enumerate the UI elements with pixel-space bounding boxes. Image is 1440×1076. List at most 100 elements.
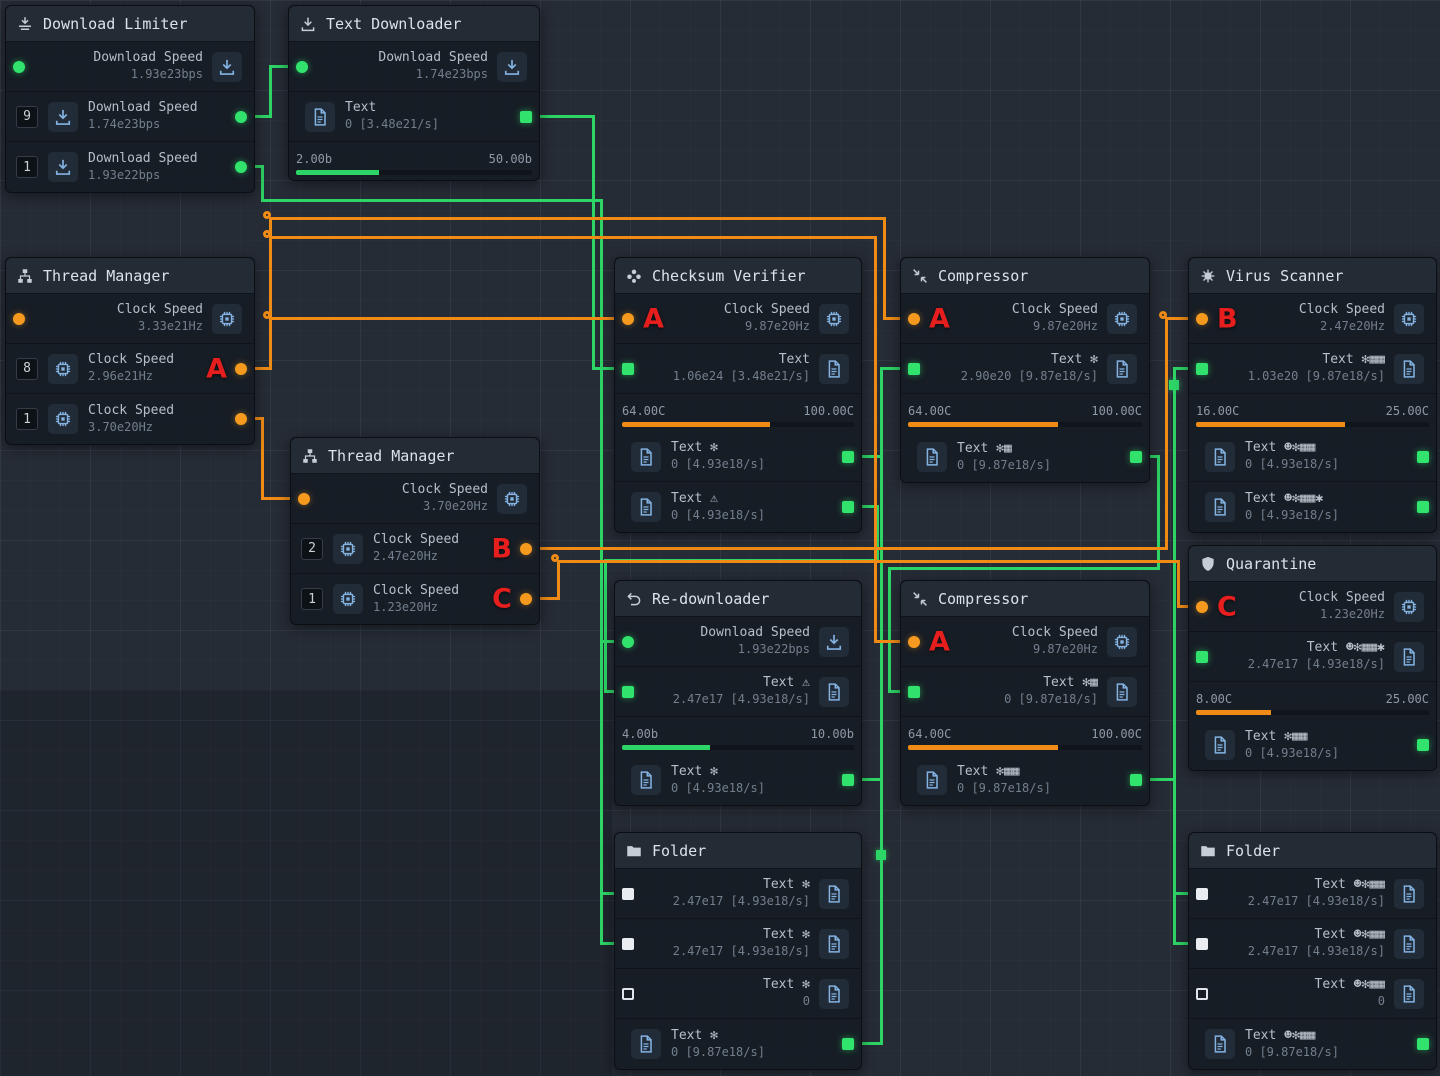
- cpu-icon: [1107, 303, 1137, 334]
- wire-segment: [879, 366, 902, 370]
- row-label: Download Speed: [88, 150, 198, 166]
- node-header[interactable]: Compressor: [901, 581, 1149, 617]
- green-square-port[interactable]: [842, 501, 854, 513]
- file-icon: [1205, 492, 1235, 522]
- node-header[interactable]: Folder: [615, 833, 861, 869]
- row-label: Text ☻✻▦▦✱: [1306, 640, 1385, 656]
- green-square-port[interactable]: [908, 362, 920, 375]
- white-square-port[interactable]: [622, 887, 634, 900]
- file-icon: [1394, 978, 1424, 1009]
- white-square-port-empty[interactable]: [622, 987, 634, 1000]
- file-icon: [305, 101, 335, 132]
- row-label: Text ✻: [763, 877, 810, 893]
- green-square-port[interactable]: [1130, 451, 1142, 463]
- node-header[interactable]: Folder: [1189, 833, 1436, 869]
- green-square-port[interactable]: [622, 685, 634, 698]
- green-square-port[interactable]: [842, 774, 854, 786]
- progress-min-label: 2.00b: [296, 151, 333, 166]
- wire-segment: [860, 504, 879, 508]
- wire-segment: [1176, 559, 1180, 608]
- wire-segment: [253, 366, 272, 370]
- orange-circle-port[interactable]: [1196, 600, 1208, 613]
- green-circle-port[interactable]: [13, 60, 25, 73]
- green-square-port[interactable]: [1417, 450, 1429, 463]
- row-value: 1.06e24 [3.48e21/s]: [672, 369, 810, 384]
- green-circle-port[interactable]: [296, 60, 308, 73]
- row-text: Text ✻0 [4.93e18/s]: [671, 440, 765, 472]
- wire-segment: [1172, 366, 1190, 370]
- orange-circle-port[interactable]: [235, 413, 247, 425]
- row-label: Download Speed: [378, 50, 488, 66]
- white-square-port[interactable]: [1196, 887, 1208, 900]
- node-header[interactable]: Virus Scanner: [1189, 258, 1436, 294]
- row-slot: Text ☻✻▦▦0: [1189, 969, 1436, 1019]
- row-value: 0 [9.87e18/s]: [1004, 692, 1098, 707]
- green-circle-port[interactable]: [622, 635, 634, 648]
- green-square-port[interactable]: [1130, 774, 1142, 786]
- node-header[interactable]: Compressor: [901, 258, 1149, 294]
- green-square-port[interactable]: [1417, 1038, 1429, 1050]
- orange-circle-port[interactable]: [13, 312, 25, 325]
- node-header[interactable]: Text Downloader: [289, 6, 539, 42]
- wire-segment: [887, 566, 1160, 570]
- white-square-port[interactable]: [622, 937, 634, 950]
- orange-circle-port[interactable]: [520, 542, 532, 555]
- node-header[interactable]: Re-downloader: [615, 581, 861, 617]
- node-header[interactable]: Thread Manager: [6, 258, 254, 294]
- row-text: Text ✻2.47e17 [4.93e18/s]: [645, 927, 810, 959]
- row-label: Text: [778, 352, 810, 368]
- orange-circle-port[interactable]: [298, 492, 310, 505]
- node-header[interactable]: Checksum Verifier: [615, 258, 861, 294]
- download-icon: [48, 101, 78, 132]
- white-square-port-empty[interactable]: [1196, 987, 1208, 1000]
- orange-circle-port[interactable]: [622, 312, 634, 325]
- orange-circle-port[interactable]: [908, 635, 920, 648]
- orange-circle-port[interactable]: [1196, 312, 1208, 325]
- file-icon: [819, 928, 849, 959]
- green-circle-port[interactable]: [235, 110, 247, 123]
- row-text: Text ☻✻▦▦2.47e17 [4.93e18/s]: [1219, 877, 1385, 909]
- green-square-port[interactable]: [842, 1038, 854, 1050]
- node-header[interactable]: Thread Manager: [291, 438, 539, 474]
- node-header[interactable]: Download Limiter: [6, 6, 254, 42]
- green-square-port[interactable]: [520, 110, 532, 123]
- orange-circle-port[interactable]: [908, 312, 920, 325]
- green-square-port[interactable]: [842, 450, 854, 463]
- orange-circle-port[interactable]: [520, 593, 532, 605]
- green-square-port[interactable]: [622, 362, 634, 375]
- row-value: 9.87e20Hz: [1032, 319, 1098, 334]
- green-square-port[interactable]: [908, 685, 920, 698]
- node-title: Folder: [1226, 841, 1281, 860]
- progress-fill: [622, 744, 711, 750]
- green-square-port[interactable]: [1196, 650, 1208, 663]
- green-square-port[interactable]: [1196, 362, 1208, 375]
- row-label: Clock Speed: [1298, 590, 1385, 606]
- node-header[interactable]: Quarantine: [1189, 546, 1436, 582]
- green-circle-port[interactable]: [235, 161, 247, 173]
- white-square-port[interactable]: [1196, 937, 1208, 950]
- green-square-port[interactable]: [1417, 739, 1429, 751]
- row-slot: Text ✻2.47e17 [4.93e18/s]: [615, 919, 861, 969]
- green-square-port[interactable]: [1417, 501, 1429, 513]
- orange-circle-port[interactable]: [235, 362, 247, 375]
